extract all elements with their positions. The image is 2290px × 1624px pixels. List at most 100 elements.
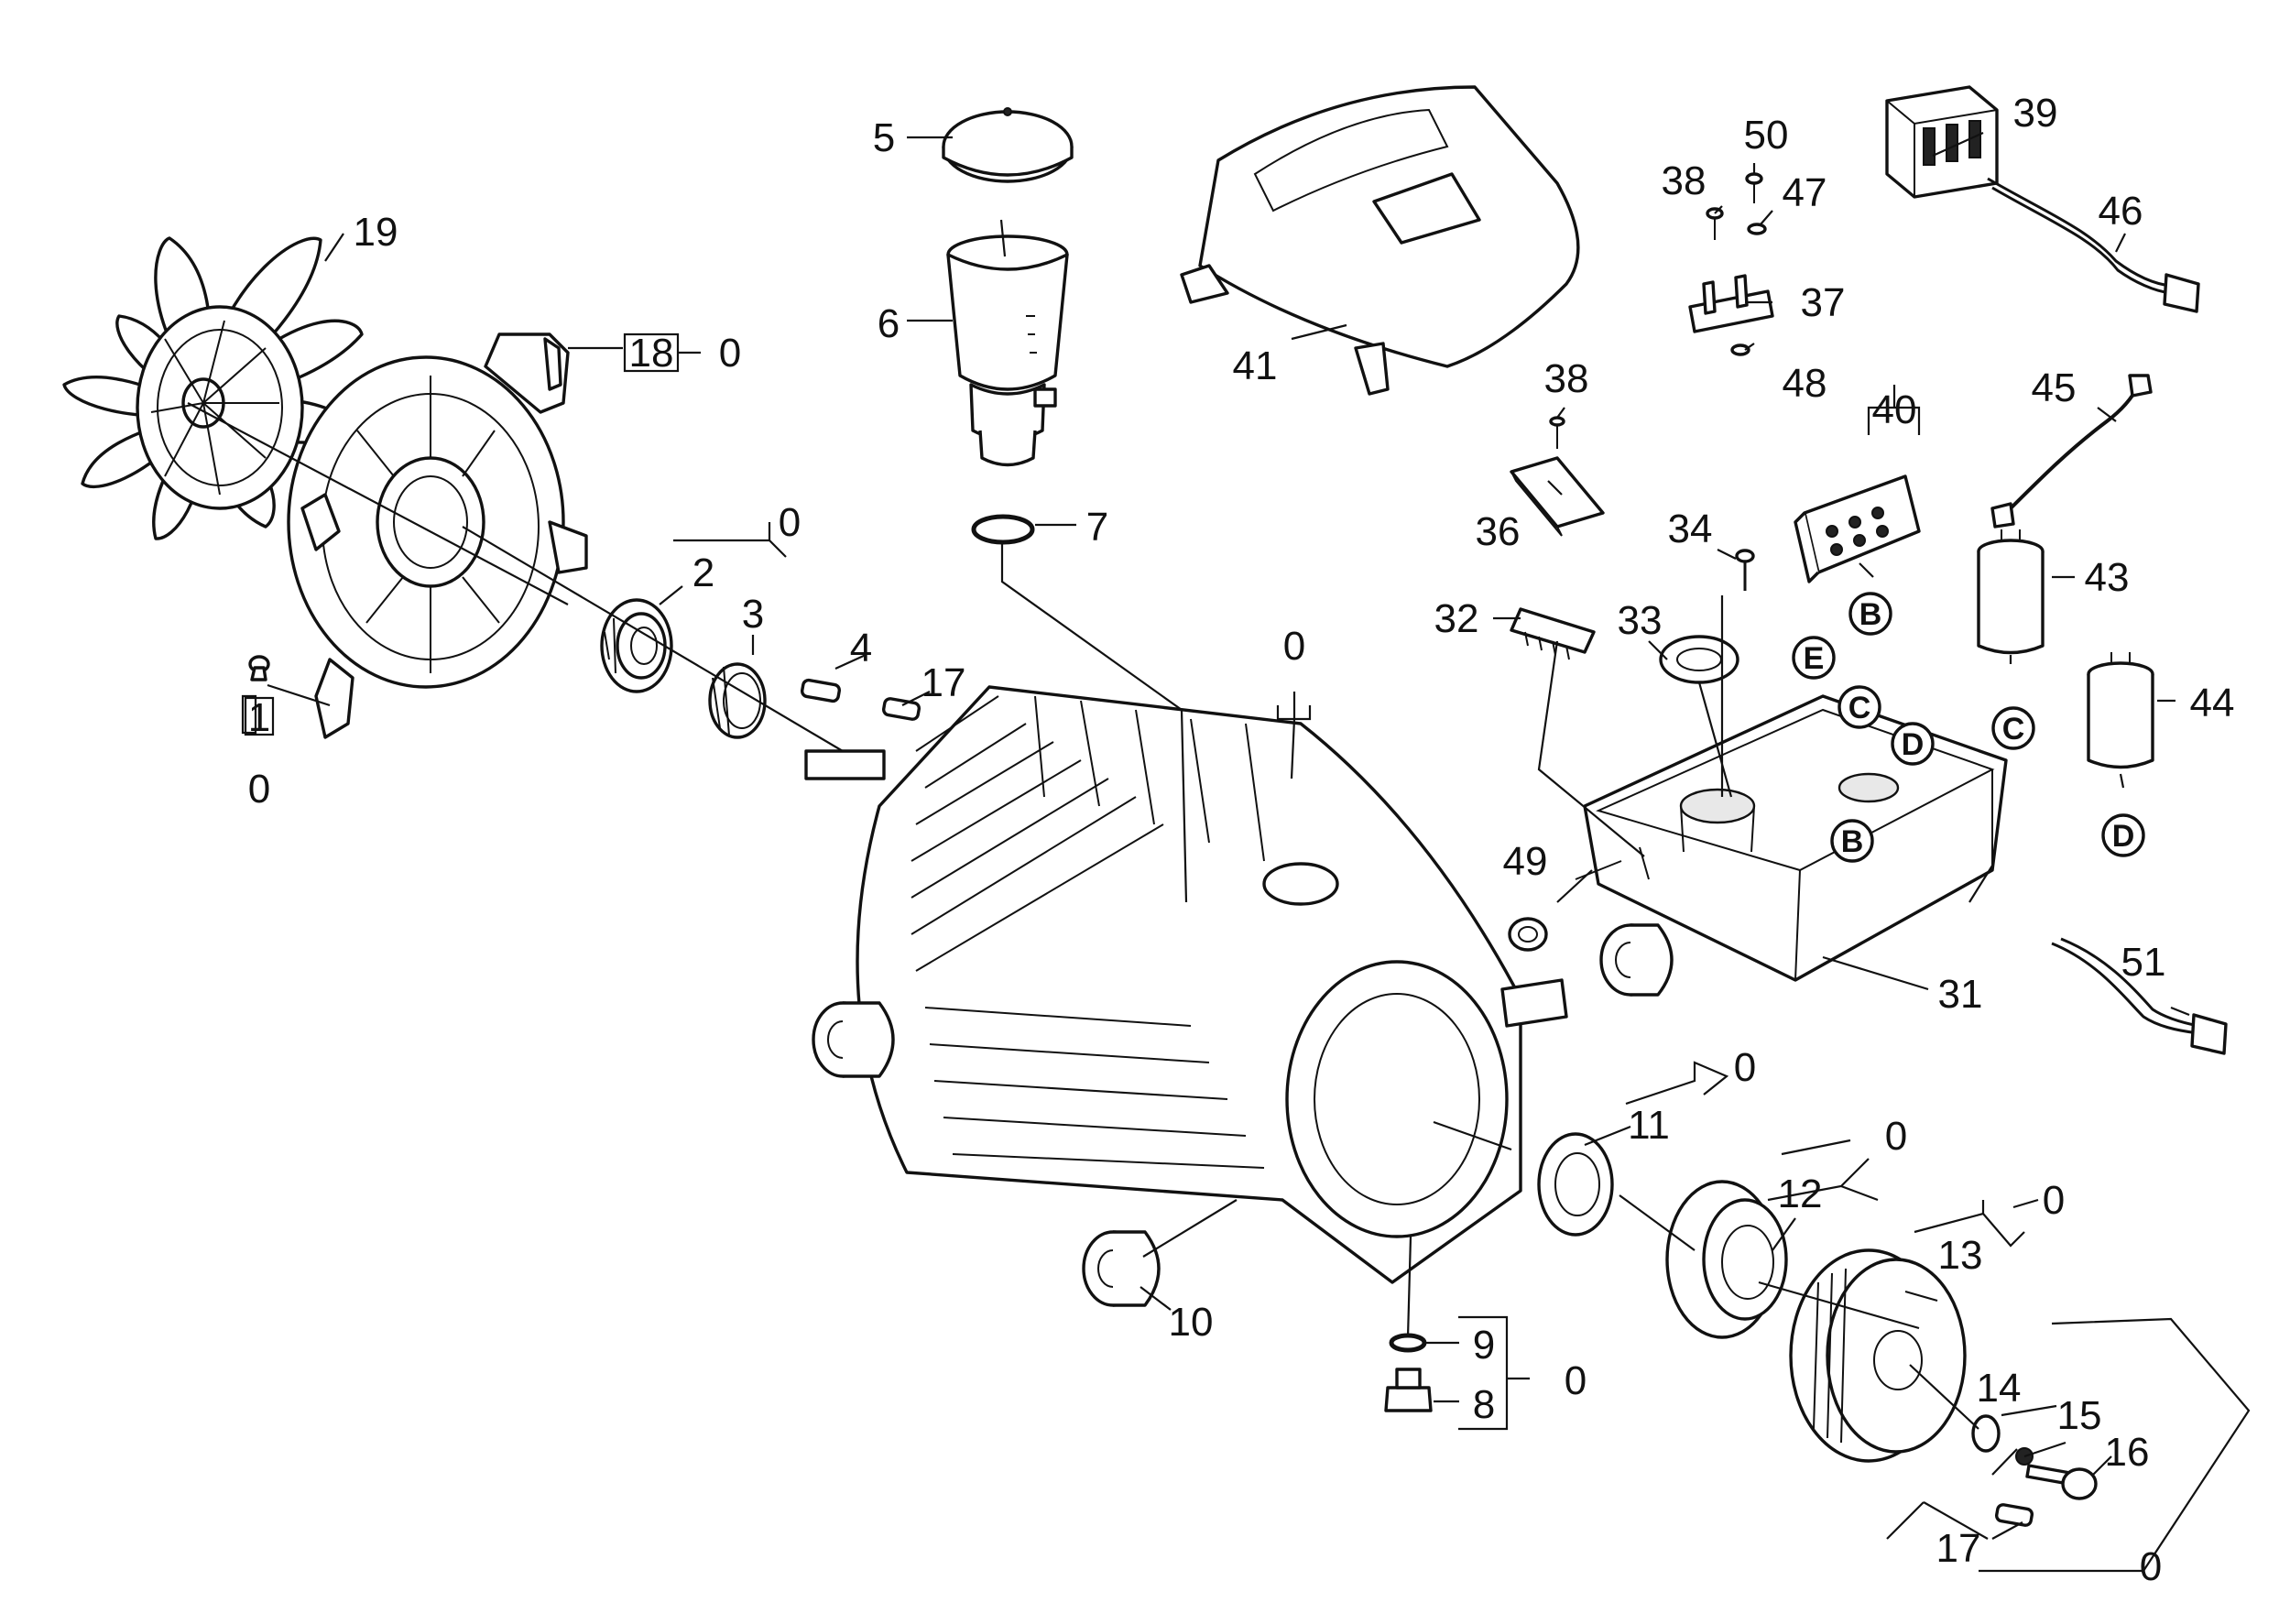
key-part-17a xyxy=(881,697,921,721)
screw-part-34 xyxy=(1735,549,1755,591)
leader-lines xyxy=(187,131,2251,1573)
callout-label: 13 xyxy=(1938,1233,1983,1278)
damper-foot-left xyxy=(812,1001,895,1078)
callout-label: 0 xyxy=(1885,1114,1907,1159)
callout-label: 51 xyxy=(2121,940,2166,985)
electrical-cover-part xyxy=(1180,85,1580,396)
callout-label: 0 xyxy=(779,500,801,545)
screw-part-50 xyxy=(1745,172,1763,203)
callout-label: 0 xyxy=(2140,1544,2162,1589)
grommet-part-49 xyxy=(1508,917,1548,952)
callout-label: 34 xyxy=(1668,507,1713,551)
motor-flange-part xyxy=(287,332,588,739)
screw-part-1 xyxy=(248,655,270,681)
callout-label: 14 xyxy=(1977,1366,2022,1411)
callout-label: 0 xyxy=(248,767,270,812)
callout-label: 0 xyxy=(719,331,741,376)
cap-part-5 xyxy=(942,107,1074,183)
callout-label: 0 xyxy=(1565,1358,1587,1403)
callout-label: 17 xyxy=(1936,1526,1981,1571)
callout-label: 4 xyxy=(850,626,872,670)
seal-part-11 xyxy=(1537,1132,1614,1237)
callout-label: 47 xyxy=(1783,170,1827,215)
terminal-strip-part-32 xyxy=(1510,607,1596,660)
callout-label: 50 xyxy=(1744,113,1789,158)
connector-label: D xyxy=(1902,727,1925,762)
callout-label: 16 xyxy=(2105,1430,2150,1475)
callout-label: 18 xyxy=(629,331,674,376)
o-ring-part-9 xyxy=(1389,1333,1427,1353)
connector-markers xyxy=(1792,592,2145,863)
screw-part-38a xyxy=(1706,207,1724,240)
callout-label: 17 xyxy=(921,660,966,705)
callout-label: 40 xyxy=(1872,387,1917,432)
callout-label: 15 xyxy=(2057,1393,2102,1438)
grommet-part-33 xyxy=(1659,635,1739,684)
fan-part xyxy=(62,236,364,540)
callout-label: 11 xyxy=(1628,1103,1670,1148)
damper-foot-part-10 xyxy=(1082,1230,1161,1307)
callout-label: 9 xyxy=(1473,1323,1495,1368)
callout-label: 49 xyxy=(1503,839,1548,884)
capacitor-part-43 xyxy=(1977,529,2045,655)
connector-label: C xyxy=(1848,691,1871,725)
callout-label: 8 xyxy=(1473,1382,1495,1427)
callout-label: 2 xyxy=(692,550,714,595)
callout-label: 19 xyxy=(354,210,398,255)
washer-part-47 xyxy=(1747,223,1767,235)
callout-label: 31 xyxy=(1938,972,1983,1017)
plug-part-8 xyxy=(1384,1368,1433,1412)
bearing-part-12 xyxy=(1665,1180,1788,1339)
callout-label: 0 xyxy=(1734,1045,1756,1090)
key-part-4 xyxy=(800,678,842,703)
connector-label: B xyxy=(1841,824,1864,859)
connector-label: C xyxy=(2002,712,2025,747)
callout-label: 37 xyxy=(1801,280,1846,325)
callout-label: 3 xyxy=(742,592,764,637)
callout-label: 1 xyxy=(248,695,270,740)
callout-label: 7 xyxy=(1086,505,1108,550)
callout-label: 32 xyxy=(1434,596,1479,641)
callout-label: 39 xyxy=(2013,91,2058,136)
connector-label: B xyxy=(1859,597,1882,632)
callout-label: 0 xyxy=(2043,1178,2065,1223)
callout-label: 10 xyxy=(1169,1300,1214,1345)
callout-label: 45 xyxy=(2032,365,2077,410)
pulley-part-13 xyxy=(1789,1248,1967,1463)
connector-label: D xyxy=(2112,819,2135,854)
callout-label: 12 xyxy=(1778,1172,1823,1216)
callout-box-1 xyxy=(244,696,275,736)
callout-label: 48 xyxy=(1783,361,1827,406)
connector-label: E xyxy=(1804,641,1825,676)
screw-part-38b xyxy=(1549,416,1565,449)
washer-part-48 xyxy=(1730,343,1750,356)
callout-label: 43 xyxy=(2085,555,2130,600)
callout-label: 41 xyxy=(1233,343,1278,388)
cable-part-46 xyxy=(1987,177,2200,313)
key-part-17b xyxy=(1994,1503,2034,1527)
cable-part-51 xyxy=(2051,937,2228,1055)
callout-labels: 1 0 2 3 0 4 5 6 7 8 9 0 10 11 0 12 0 13 … xyxy=(248,91,2235,1589)
clamp-part-37 xyxy=(1688,274,1774,333)
bracket-part-36 xyxy=(1510,456,1605,537)
callout-label: 44 xyxy=(2190,681,2235,725)
terminal-board-part-40 xyxy=(1794,474,1921,583)
terminal-box-part-31 xyxy=(1575,694,2008,982)
callout-label: 5 xyxy=(873,115,895,160)
callout-label: 36 xyxy=(1476,509,1521,554)
capacitor-part-44 xyxy=(2087,652,2154,769)
callout-label: 0 xyxy=(1283,624,1305,669)
relay-part-39 xyxy=(1885,85,1999,199)
bearing-part xyxy=(600,598,673,693)
callout-label: 6 xyxy=(878,301,900,346)
callout-label: 46 xyxy=(2099,189,2143,234)
washer-part-14 xyxy=(1971,1414,2001,1453)
wire-part-45 xyxy=(1990,374,2153,529)
reservoir-part-6 xyxy=(946,234,1069,467)
callout-label: 38 xyxy=(1544,356,1589,401)
damper-foot-right xyxy=(1599,923,1674,997)
ring-part-3 xyxy=(708,662,767,739)
callout-label: 33 xyxy=(1618,598,1663,643)
motor-housing-part xyxy=(804,685,1568,1284)
